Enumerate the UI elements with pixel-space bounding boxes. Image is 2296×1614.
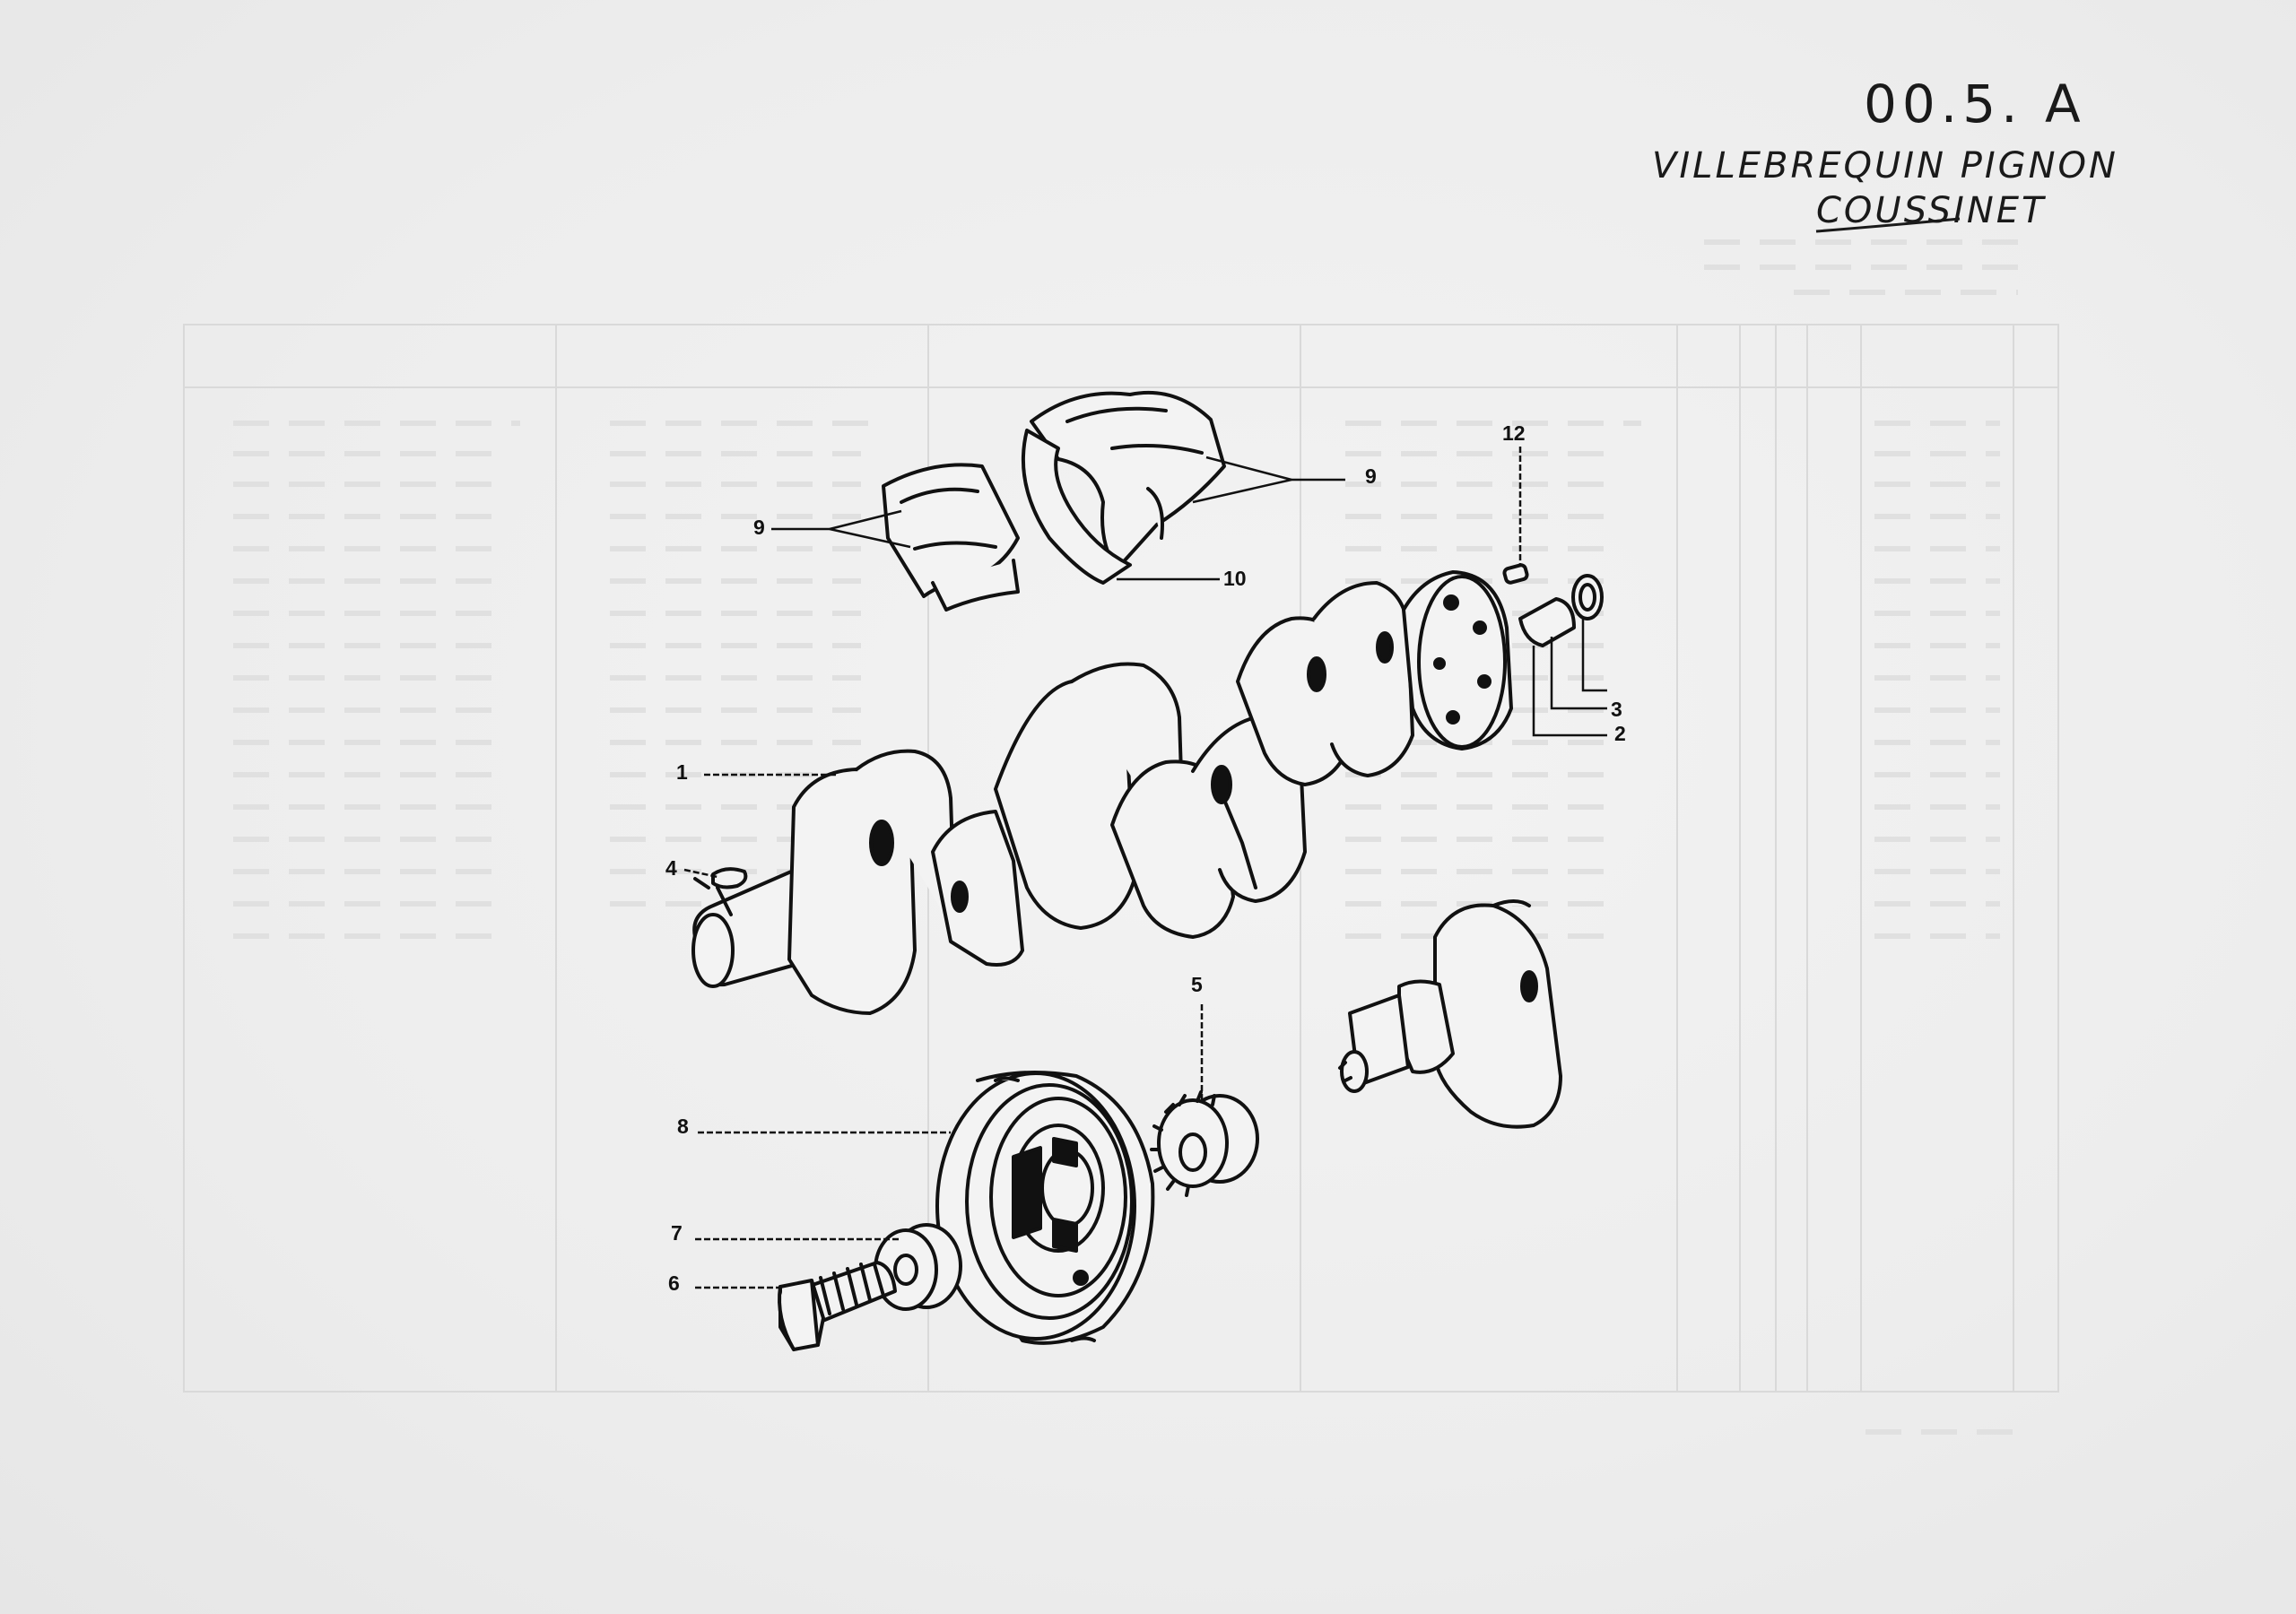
callout-12: 12 xyxy=(1502,421,1526,445)
handwritten-title-line-1: VILLEBREQUIN PIGNON xyxy=(1652,145,2118,187)
callout-10: 10 xyxy=(1223,567,1247,590)
pulley-bolt xyxy=(778,1261,897,1351)
callout-9-left: 9 xyxy=(753,516,765,539)
handwritten-title-line-2: COUSSINET xyxy=(1816,190,2047,231)
crankshaft xyxy=(691,570,1513,1015)
callout-4: 4 xyxy=(665,856,677,880)
callout-3: 3 xyxy=(1611,698,1622,721)
bearing-shell-right xyxy=(1030,390,1226,571)
callout-2: 2 xyxy=(1614,722,1626,745)
timing-gear xyxy=(1150,1090,1259,1197)
callout-8: 8 xyxy=(677,1115,689,1138)
callout-9-right: 9 xyxy=(1365,464,1377,488)
callout-1: 1 xyxy=(676,760,688,784)
handwritten-reference-code: 00.5. A xyxy=(1864,74,2086,134)
thrust-washer xyxy=(1021,429,1132,585)
callout-6: 6 xyxy=(668,1271,680,1295)
crankshaft-pulley xyxy=(935,1071,1155,1345)
crankshaft-rear-detail xyxy=(1338,899,1562,1129)
woodruff-key xyxy=(711,867,748,889)
dowel-pin-group xyxy=(1502,563,1604,647)
callout-7: 7 xyxy=(671,1221,683,1245)
bearing-shell-left xyxy=(882,463,1020,612)
callout-5: 5 xyxy=(1191,973,1203,996)
